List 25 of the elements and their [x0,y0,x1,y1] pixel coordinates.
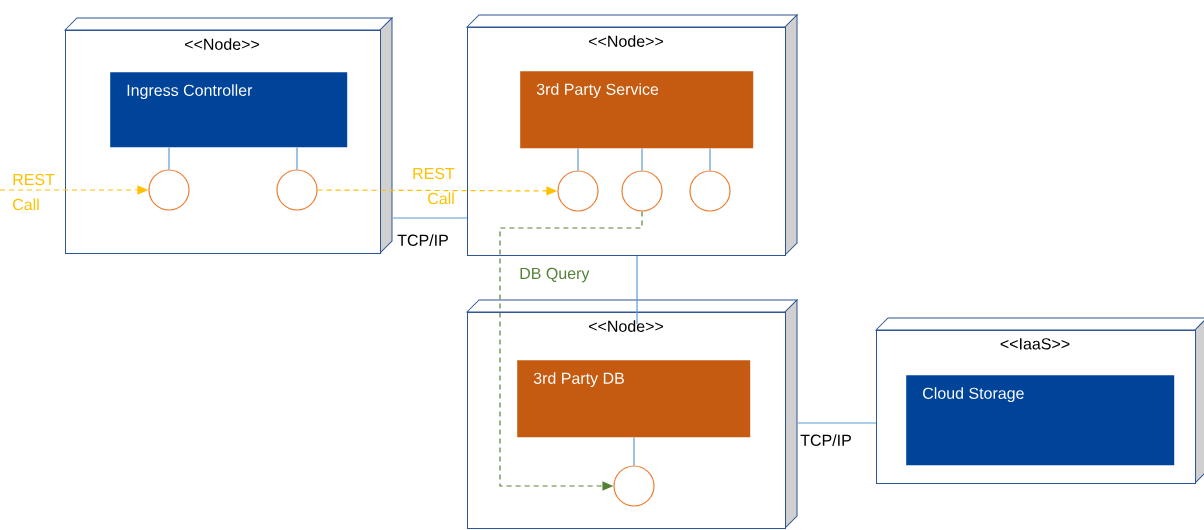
interface-circle [613,465,655,507]
interface-circle [689,170,731,212]
component-box: Ingress Controller [110,72,348,148]
edge-label: REST Call [13,173,55,211]
connector-line [641,147,643,171]
connector-line [577,147,579,171]
connector-line [296,146,298,170]
component-box: Cloud Storage [906,375,1175,466]
connector-line [392,217,468,219]
connector-line [633,436,635,466]
interface-circle [557,170,599,212]
edge-label: TCP/IP [800,434,851,446]
edge-label: REST Call [413,167,455,205]
interface-circle [148,169,190,211]
connector-line [709,147,711,171]
interface-circle [276,169,318,211]
connector-line [636,255,638,325]
edge-label: DB Query [520,267,590,283]
edge-label: TCP/IP [397,234,448,246]
component-box: 3rd Party Service [520,71,754,149]
connector-line [168,146,170,170]
connector-line [797,422,877,424]
arrow [499,211,643,491]
interface-circle [621,170,663,212]
component-box: 3rd Party DB [517,360,751,438]
